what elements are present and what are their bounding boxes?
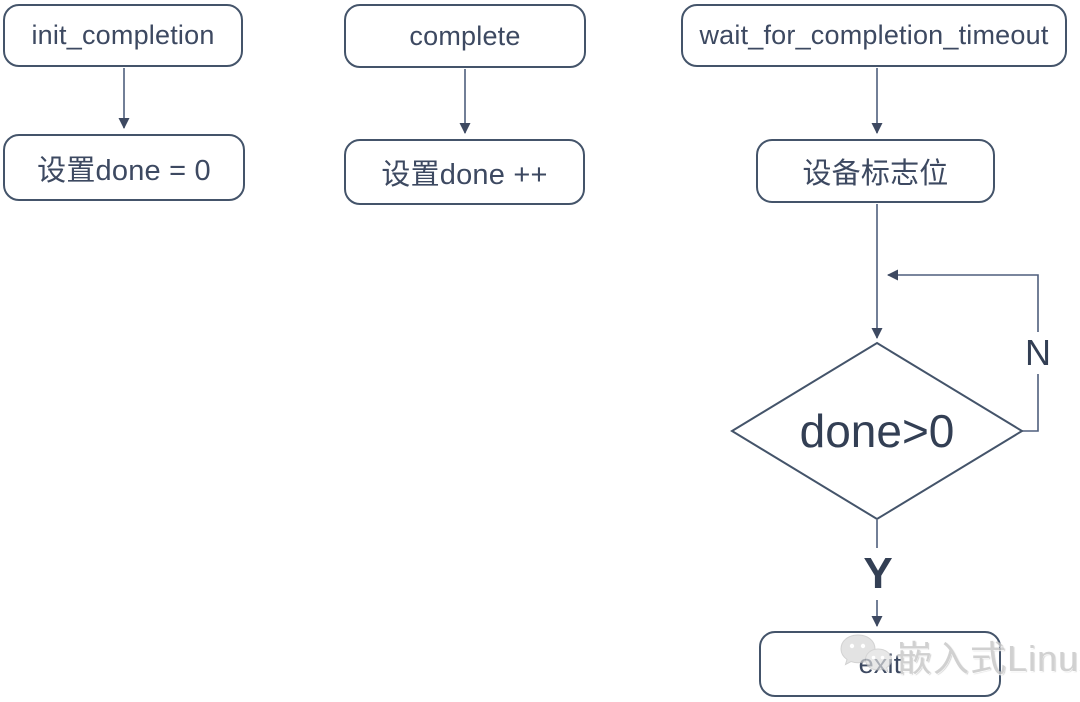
node-device-flag: 设备标志位: [756, 139, 995, 203]
node-init-completion: init_completion: [3, 4, 243, 67]
node-exit: exit: [759, 631, 1001, 697]
decision-diamond-shape: [730, 341, 1024, 521]
node-complete: complete: [344, 4, 586, 68]
node-set-done-increment: 设置done ++: [344, 139, 585, 205]
node-wait-for-completion-timeout: wait_for_completion_timeout: [681, 4, 1067, 67]
node-set-done-zero: 设置done = 0: [3, 134, 245, 201]
